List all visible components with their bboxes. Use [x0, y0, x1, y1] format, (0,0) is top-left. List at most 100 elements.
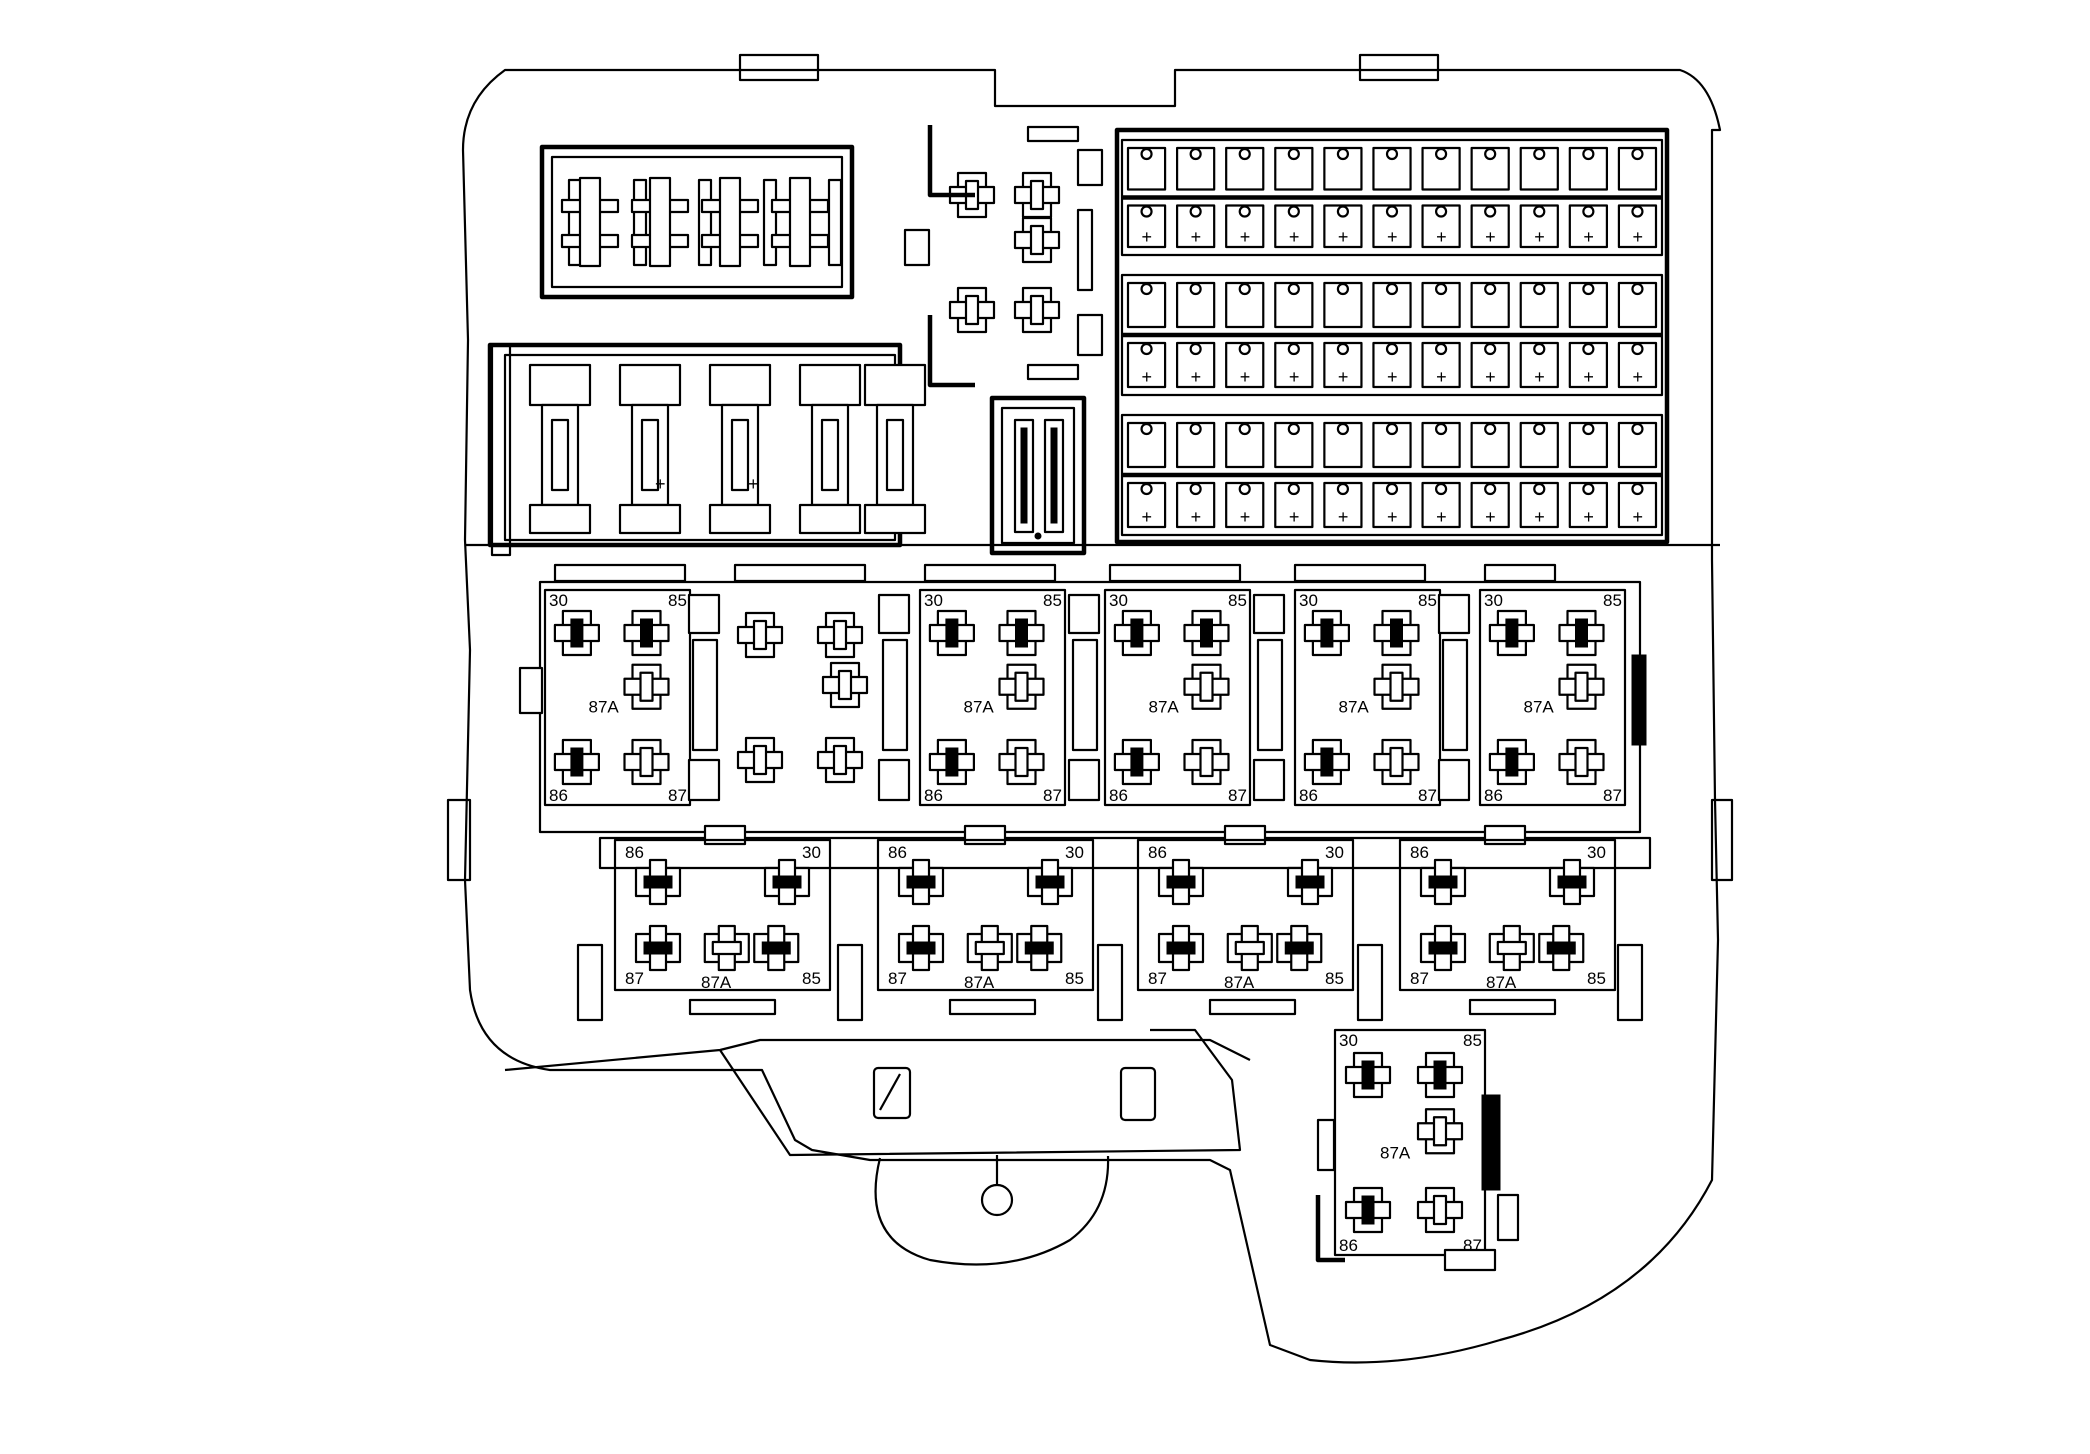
relay-terminal: [1183, 663, 1230, 710]
terminal-blade: [761, 941, 791, 955]
relay-side-block: [687, 593, 721, 635]
fuse-contact: [1140, 482, 1153, 496]
fuse-plus-label: +: [1534, 507, 1545, 527]
fuse-contact: [1533, 482, 1546, 496]
fuse: [1568, 146, 1609, 191]
fuse-contact: [1582, 147, 1595, 161]
relay-side-mark: [1631, 654, 1647, 746]
fuse-contact: [1336, 342, 1350, 356]
mini-fuse-side: [1076, 208, 1094, 292]
fuse-contact: [1533, 147, 1546, 161]
relay-label-30: 30: [1339, 1031, 1358, 1050]
fuse-slot: [553, 563, 687, 583]
relay-terminal: [1538, 924, 1585, 972]
terminal-blade: [643, 941, 673, 955]
fuse-contact: [1189, 205, 1202, 218]
fuse: [1274, 481, 1314, 529]
fuse-plus-label: +: [1240, 367, 1251, 387]
bottom-bracket: [719, 1028, 1242, 1157]
terminal-blade: [1029, 224, 1045, 256]
connector-cell-slot: [550, 418, 570, 492]
relay-side-block: [687, 758, 721, 802]
relay-side-mark: [1481, 1094, 1501, 1191]
terminal-blade: [752, 744, 768, 776]
fuse-contact: [1434, 482, 1448, 496]
fuse-contact: [1140, 342, 1153, 356]
relay-label-85: 85: [1228, 591, 1247, 610]
fuse-contact: [1484, 422, 1497, 436]
fuse-plus-label: +: [1485, 227, 1496, 247]
relay-terminal: [1276, 924, 1323, 972]
relay-side-fuse: [1616, 943, 1644, 1022]
fuse-contact: [1287, 422, 1300, 436]
terminal-blade: [1505, 747, 1519, 777]
relay-label-87a: 87A: [1224, 973, 1255, 992]
fuse-slot: [733, 563, 867, 583]
relay-outline: [1136, 838, 1355, 992]
connector-cell: [528, 363, 592, 407]
relay-terminal: [1157, 858, 1205, 906]
terminal-blade: [1029, 179, 1045, 211]
relay-side-fuse: [1441, 638, 1469, 752]
relay-terminal: [623, 738, 670, 786]
connector-pin: [697, 178, 713, 267]
fuse-contact: [1287, 342, 1300, 356]
terminal-blade: [640, 618, 653, 648]
fuse-plus-label: +: [1240, 227, 1251, 247]
relay-side-block: [877, 758, 911, 802]
relay-terminal: [1344, 1186, 1392, 1234]
relay-side-fuse: [576, 943, 604, 1022]
side-tab-left: [446, 798, 472, 882]
terminal-blade: [1361, 1060, 1375, 1090]
connector-pin-stem: [788, 176, 812, 268]
fuse-slot-small: [1483, 824, 1527, 846]
connector-cell: [798, 363, 862, 407]
fuse-plus-label: +: [1142, 227, 1153, 247]
relay-label-30: 30: [1325, 843, 1344, 862]
fuse-contact: [1385, 482, 1399, 496]
fuse-plus-label: +: [1142, 367, 1153, 387]
fuse-plus-label: +: [1632, 507, 1643, 527]
relay-terminal: [1419, 924, 1467, 972]
fuse: [1372, 481, 1412, 529]
relay-terminal: [966, 924, 1013, 972]
fuse-contact: [1434, 422, 1448, 436]
relay-outline: [543, 588, 692, 807]
relay-label-86: 86: [1299, 786, 1318, 805]
terminal-blade: [1496, 940, 1527, 956]
relay-terminal: [998, 663, 1045, 710]
connector-cell-foot: [528, 503, 592, 535]
terminal-blade: [1389, 671, 1404, 702]
relay-label-30: 30: [1065, 843, 1084, 862]
relay-side-block: [1437, 593, 1471, 635]
relay-label-87a: 87A: [964, 698, 995, 717]
relay-side-block: [1067, 593, 1101, 635]
connector-pin: [632, 178, 648, 267]
fuse: [1421, 204, 1461, 249]
relay-terminal: [816, 611, 864, 659]
relay-outline: [613, 838, 832, 992]
relay-terminal: [1013, 286, 1061, 334]
terminal-blade: [1015, 618, 1028, 648]
relay-label-87a: 87A: [1486, 973, 1517, 992]
relay-side-fuse: [881, 638, 909, 752]
relay-terminal: [1416, 1186, 1464, 1234]
terminal-blade: [1130, 618, 1144, 648]
fuse-slot: [1483, 563, 1557, 583]
terminal-blade: [1574, 746, 1589, 778]
relay-label-85: 85: [1065, 969, 1084, 988]
relay-terminal: [1344, 1051, 1392, 1099]
terminal-blade: [906, 875, 936, 889]
fuse-contact: [1140, 282, 1153, 296]
connector-cell: [863, 363, 927, 407]
terminal-blade: [1432, 1194, 1448, 1226]
fuse: [1617, 421, 1658, 469]
fuse: [1617, 146, 1658, 191]
fuse: [1519, 204, 1559, 249]
fuse-contact: [1140, 205, 1153, 218]
